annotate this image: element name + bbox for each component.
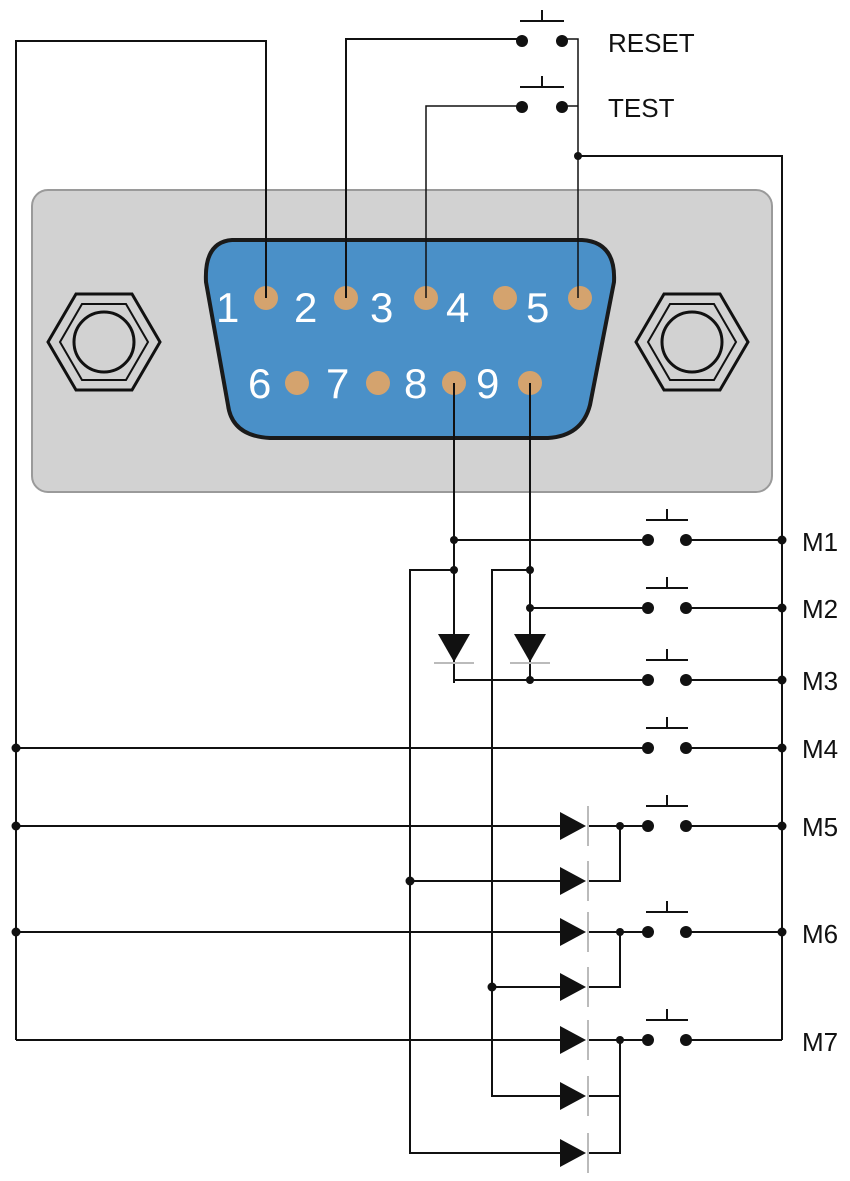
switch-m5-icon xyxy=(642,795,692,832)
diode-m7-a-icon xyxy=(560,1020,589,1060)
switch-m2-icon xyxy=(642,577,692,614)
switch-m6-icon xyxy=(642,901,692,938)
diode-pin9-icon xyxy=(510,634,550,664)
switch-label-m2: M2 xyxy=(802,594,838,624)
pin-6 xyxy=(285,371,309,395)
right-mounting-nut-icon xyxy=(634,292,750,392)
diode-m5-b-icon xyxy=(560,861,589,901)
junction-dots xyxy=(11,152,787,1044)
diode-m7-c-icon xyxy=(560,1133,589,1173)
pin-label-9: 9 xyxy=(476,360,499,407)
test-label: TEST xyxy=(608,93,675,123)
test-button-icon xyxy=(516,76,568,113)
switch-m3-icon xyxy=(642,649,692,686)
reset-label: RESET xyxy=(608,28,695,58)
switch-m7-icon xyxy=(642,1009,692,1046)
switch-label-m1: M1 xyxy=(802,527,838,557)
reset-button-icon xyxy=(516,10,568,47)
switch-m1-icon xyxy=(642,509,692,546)
diode-m7-b-icon xyxy=(560,1076,589,1116)
switch-label-m3: M3 xyxy=(802,666,838,696)
pin-label-5: 5 xyxy=(526,284,549,331)
db9-connector: 1 2 3 4 5 6 7 8 9 xyxy=(31,189,773,493)
switch-label-m6: M6 xyxy=(802,919,838,949)
switch-label-m4: M4 xyxy=(802,734,838,764)
diode-m6-b-icon xyxy=(560,967,589,1007)
pin-label-7: 7 xyxy=(326,360,349,407)
switch-label-m7: M7 xyxy=(802,1027,838,1057)
pin-label-2: 2 xyxy=(294,284,317,331)
pin-7 xyxy=(366,371,390,395)
pin-4 xyxy=(493,286,517,310)
pin-label-1: 1 xyxy=(216,284,239,331)
switch-m4-icon xyxy=(642,717,692,754)
pin-label-3: 3 xyxy=(370,284,393,331)
switch-label-m5: M5 xyxy=(802,812,838,842)
pin-label-8: 8 xyxy=(404,360,427,407)
pin-5 xyxy=(568,286,592,310)
pin-label-6: 6 xyxy=(248,360,271,407)
diode-m5-a-icon xyxy=(560,806,589,846)
diode-m6-a-icon xyxy=(560,912,589,952)
connector-body xyxy=(203,238,617,440)
left-mounting-nut-icon xyxy=(46,292,162,392)
diode-pin8-icon xyxy=(434,634,474,664)
pin-label-4: 4 xyxy=(446,284,469,331)
